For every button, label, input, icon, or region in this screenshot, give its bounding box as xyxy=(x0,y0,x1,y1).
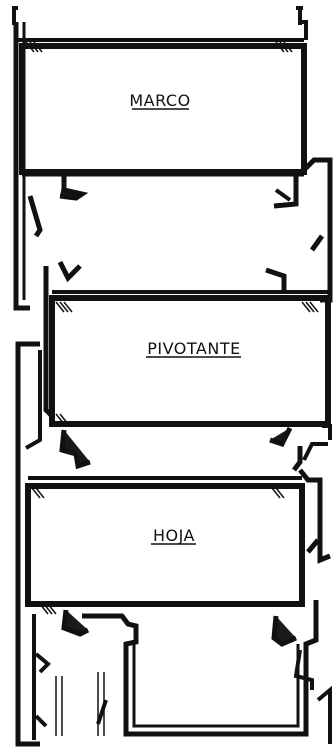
marco-label: MARCO xyxy=(129,91,190,110)
hoja-label: HOJA xyxy=(153,526,195,545)
pivotante-label: PIVOTANTE xyxy=(147,339,240,358)
hoja-profile xyxy=(15,341,332,747)
pivotante-profile xyxy=(43,260,332,472)
